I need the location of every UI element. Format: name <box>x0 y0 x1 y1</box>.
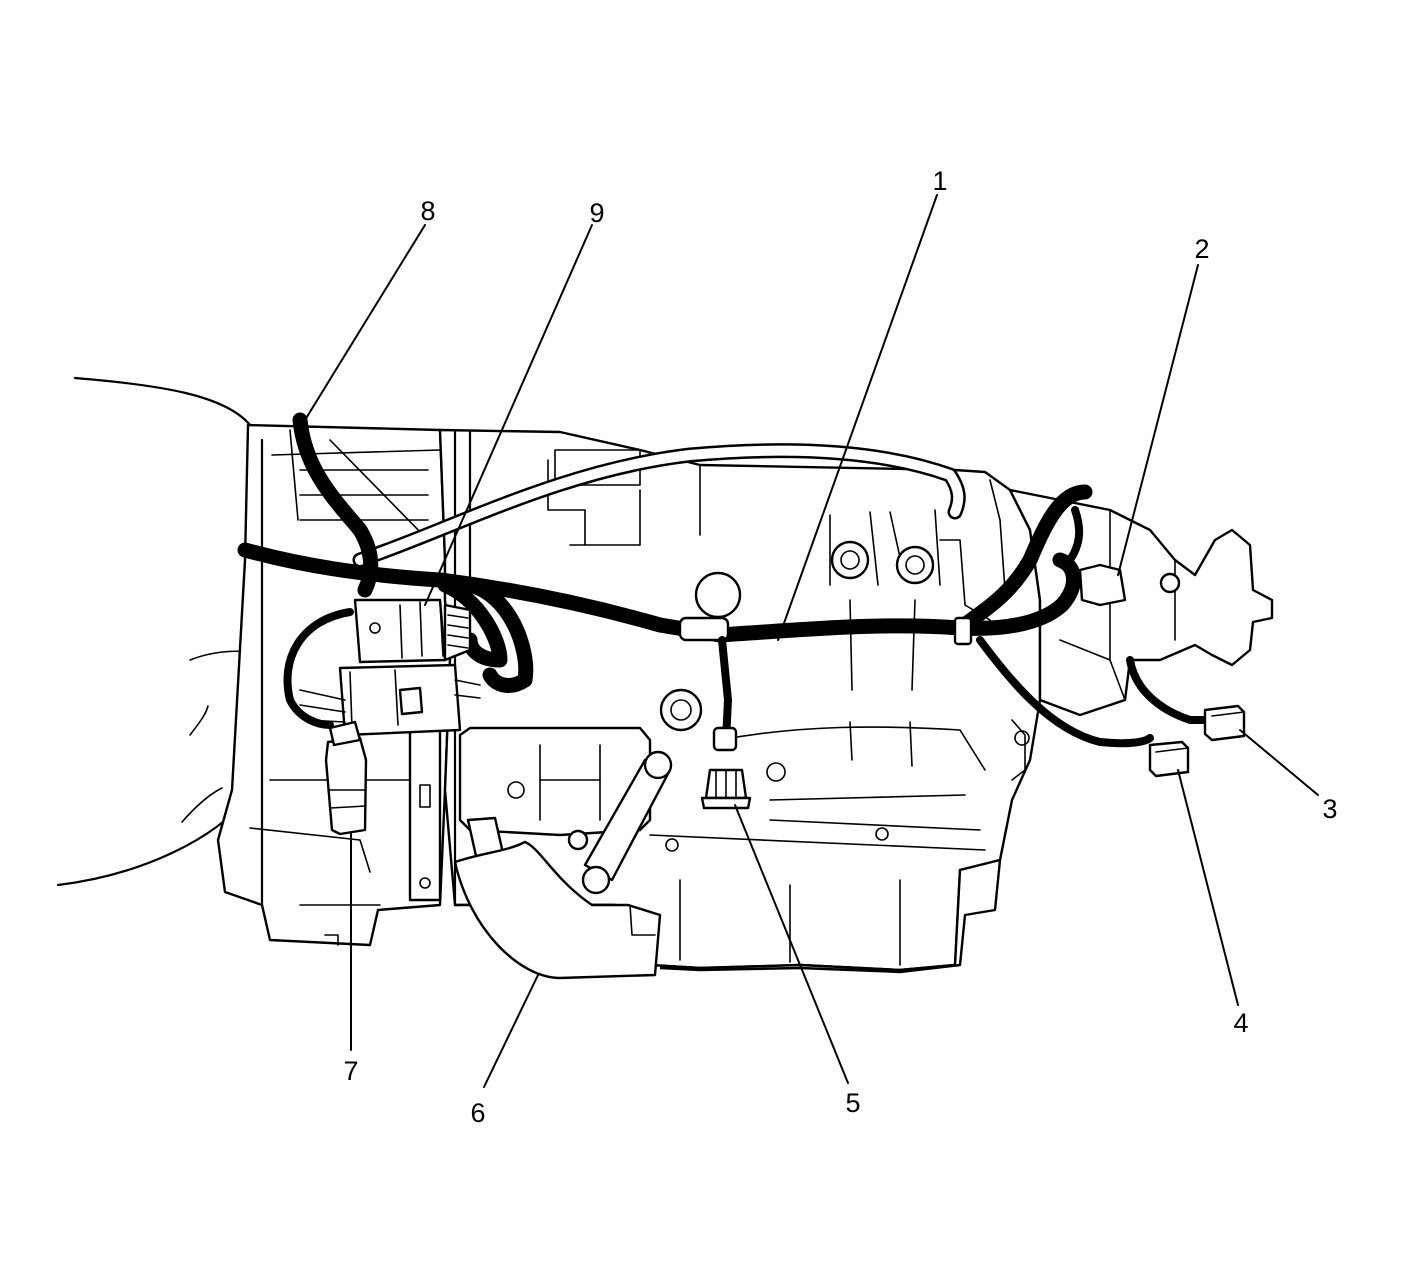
cooler-line <box>453 840 662 980</box>
callout-5: 5 <box>845 1088 860 1118</box>
main-harness <box>237 484 1093 693</box>
callout-8: 8 <box>420 196 435 226</box>
branch-harness <box>292 412 379 598</box>
pressure-switch-connector <box>700 726 752 810</box>
connector-3 <box>1203 704 1246 742</box>
callout-7: 7 <box>343 1056 358 1086</box>
callout-2: 2 <box>1194 234 1209 264</box>
input-speed-sensor <box>324 720 368 836</box>
leader-5 <box>734 804 849 1084</box>
leader-2 <box>1117 264 1199 576</box>
sensor-leads <box>283 506 1209 748</box>
harness-bracket <box>299 598 481 902</box>
callout-6: 6 <box>470 1098 485 1128</box>
callout-3: 3 <box>1322 794 1337 824</box>
leader-9 <box>424 224 593 606</box>
leader-3 <box>1239 729 1319 796</box>
leader-1 <box>777 194 938 641</box>
callout-1: 1 <box>932 166 947 196</box>
callout-labels: 1 2 3 4 5 6 7 8 9 <box>343 166 1337 1128</box>
transmission-case <box>438 428 1042 972</box>
leader-8 <box>304 224 426 421</box>
vent-hose <box>352 443 966 568</box>
connector-4 <box>1148 740 1190 778</box>
engine-outline <box>56 376 252 887</box>
callout-9: 9 <box>589 198 604 228</box>
callout-4: 4 <box>1233 1008 1248 1038</box>
case-bosses <box>659 540 1030 746</box>
leader-lines <box>304 194 1319 1088</box>
output-speed-sensor <box>1078 563 1181 607</box>
leader-6 <box>483 974 539 1088</box>
leader-4 <box>1177 769 1239 1006</box>
